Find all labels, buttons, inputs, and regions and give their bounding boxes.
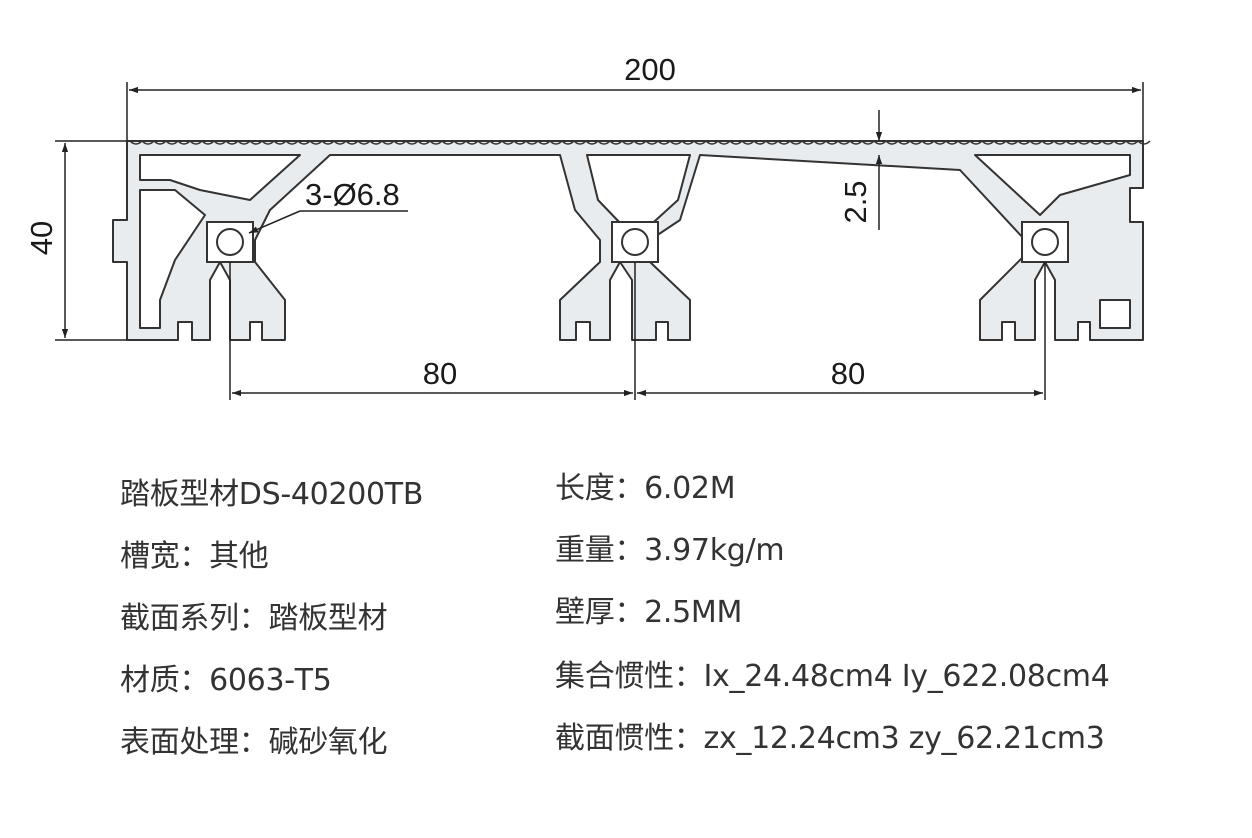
dim-overall-width-label: 200 — [624, 52, 676, 87]
spec-material: 材质：6063-T5 — [120, 663, 332, 698]
dim-overall-width — [126, 82, 1144, 141]
center-bore-left — [206, 221, 254, 263]
profile-cross-section-drawing: 200 40 2.5 3-Ø6.8 80 80 — [24, 52, 1151, 400]
spec-series: 截面系列：踏板型材 — [120, 601, 388, 636]
dim-pitch-right-label: 80 — [831, 356, 865, 391]
spec-weight: 重量：3.97kg/m — [555, 533, 785, 568]
center-bore-right — [1021, 221, 1069, 263]
dim-pitch-left-label: 80 — [423, 356, 457, 391]
dim-hole-label: 3-Ø6.8 — [305, 177, 400, 212]
profile-cavities — [139, 154, 1131, 329]
dim-pitch — [229, 262, 1046, 400]
spec-length: 长度：6.02M — [555, 471, 736, 506]
dim-height — [55, 140, 127, 341]
center-bore-middle — [611, 221, 659, 263]
dim-height-label: 40 — [24, 221, 59, 255]
spec-surface: 表面处理：碱砂氧化 — [120, 725, 388, 760]
spec-slot-width: 槽宽：其他 — [120, 539, 269, 574]
spec-moment-inertia: 集合惯性：Ix_24.48cm4 Iy_622.08cm4 — [555, 659, 1110, 694]
spec-section-modulus: 截面惯性：zx_12.24cm3 zy_62.21cm3 — [555, 721, 1105, 756]
dim-wall-label: 2.5 — [838, 180, 873, 223]
spec-wall-thickness: 壁厚：2.5MM — [555, 595, 743, 630]
spec-product-name: 踏板型材DS-40200TB — [120, 477, 424, 512]
surface-serrations — [129, 139, 1151, 145]
dim-hole-leader-arrow — [248, 210, 301, 234]
